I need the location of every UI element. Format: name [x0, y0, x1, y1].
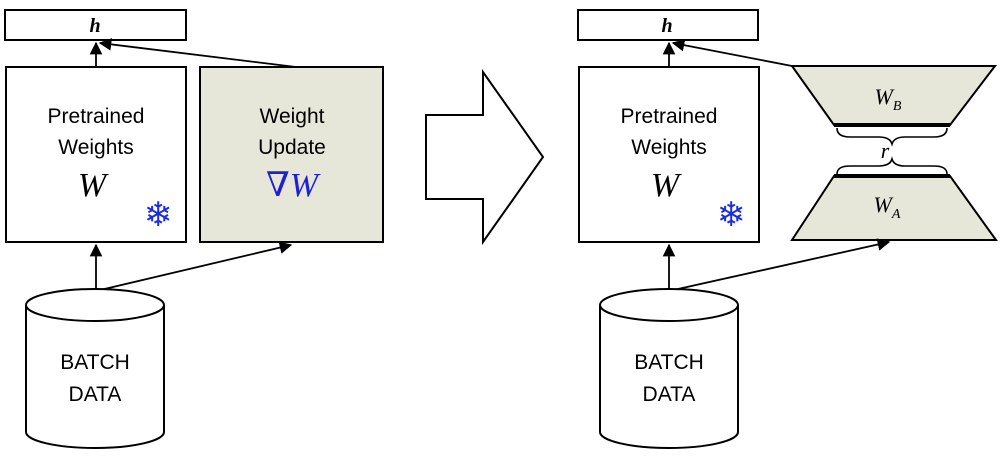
left-w-symbol: W: [78, 167, 109, 204]
wb-label: WB: [875, 84, 902, 114]
right-h-label: h: [661, 15, 672, 37]
snowflake-icon: ❄: [144, 196, 173, 234]
left-arrow-update-to-h: [98, 38, 297, 68]
right-batch-data-cylinder: [599, 288, 739, 449]
left-h-label: h: [89, 15, 100, 37]
left-pretrained-label-line1: Pretrained: [48, 105, 145, 128]
right-pretrained-label-line2: Weights: [631, 136, 706, 159]
right-arrow-data-to-wa: [668, 238, 891, 292]
right-h-box: [577, 9, 759, 41]
snowflake-icon: ❄: [717, 196, 746, 234]
right-batch-label-line1: BATCH: [634, 351, 704, 374]
rank-label: r: [881, 138, 890, 163]
left-delta-w-symbol: ∇W: [266, 167, 321, 204]
rank-brace: [836, 127, 948, 147]
right-pretrained-label-line1: Pretrained: [621, 105, 718, 128]
left-pretrained-label-line2: Weights: [58, 136, 133, 159]
wb-trapezoid: [790, 65, 998, 126]
right-arrow-wb-to-h: [671, 38, 793, 67]
big-right-arrow: [425, 68, 545, 246]
right-batch-label-line2: DATA: [643, 383, 696, 406]
left-arrow-data-to-update: [95, 241, 293, 292]
rank-brace-lower: [836, 156, 948, 175]
left-panel: h Pretrained Weights W ❄ Weight Update ∇…: [4, 9, 384, 449]
left-batch-label-line2: DATA: [69, 383, 122, 406]
left-update-label-line2: Update: [258, 136, 326, 159]
left-pretrained-box: [5, 66, 187, 243]
left-batch-label-line1: BATCH: [60, 351, 130, 374]
left-update-label-line1: Weight: [260, 105, 325, 128]
right-w-symbol: W: [651, 167, 682, 204]
right-panel: h Pretrained Weights W ❄ WB r WA BATCH D…: [577, 9, 998, 449]
left-h-box: [4, 9, 187, 41]
wa-label: WA: [874, 192, 901, 222]
left-batch-data-cylinder: [25, 288, 165, 449]
